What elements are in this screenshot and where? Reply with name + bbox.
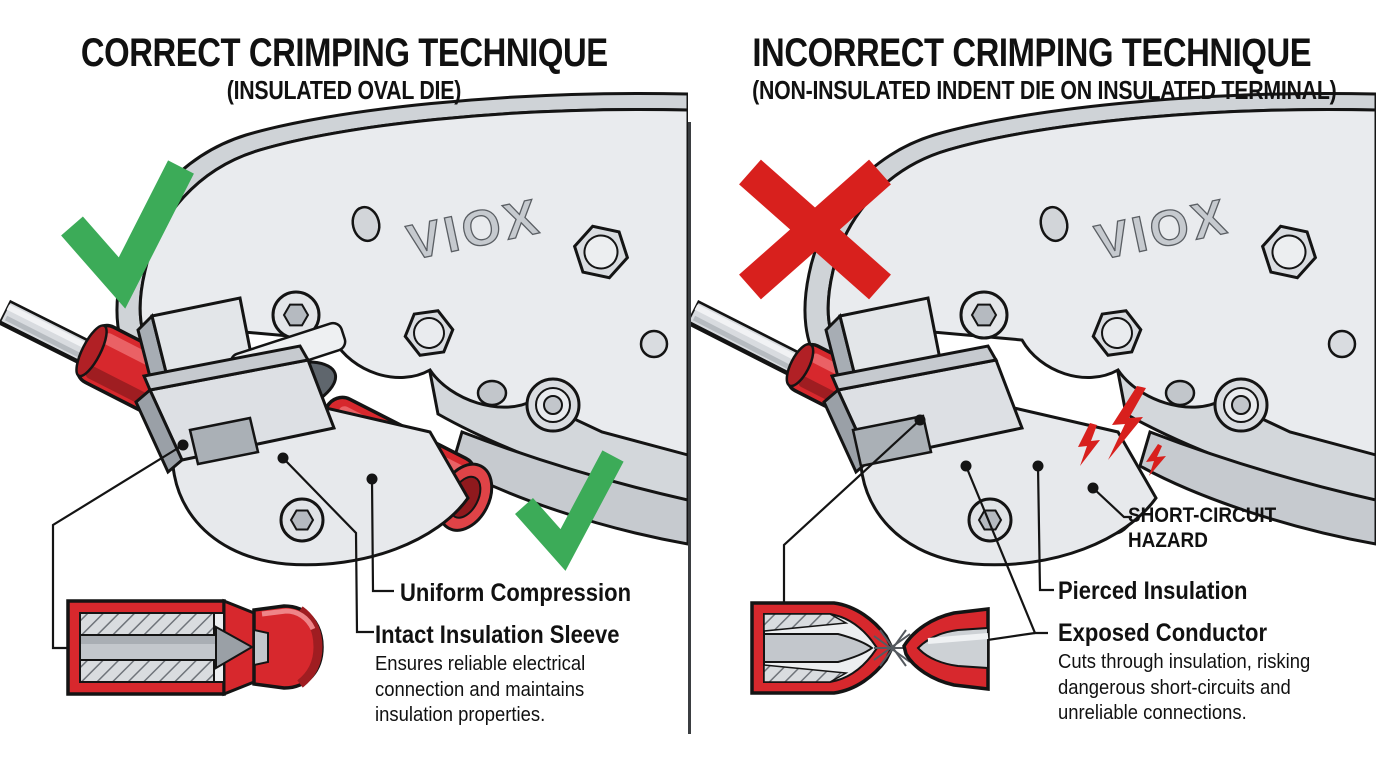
- pivot-hole: [476, 379, 508, 407]
- incorrect-crimping-illustration: VIOX: [688, 91, 1376, 695]
- small-bolt: [639, 329, 669, 359]
- lower-jaw: [822, 344, 1158, 567]
- short-circuit-hazard-label: SHORT-CIRCUIT HAZARD: [1128, 503, 1277, 553]
- socket-screw: [959, 290, 1009, 340]
- uniform-compression-label: Uniform Compression: [400, 579, 632, 607]
- right-panel-header: INCORRECT CRIMPING TECHNIQUE (NON-INSULA…: [688, 33, 1376, 103]
- intact-insulation-description: Ensures reliable electrical connection a…: [375, 652, 586, 727]
- hex-bolt: [572, 224, 630, 280]
- hex-bolt: [1260, 224, 1318, 280]
- pivot-hole: [1164, 379, 1196, 407]
- lightning-bolts-icon: [1078, 386, 1166, 476]
- intact-insulation-sleeve-label: Intact Insulation Sleeve: [375, 621, 620, 649]
- pierced-insulation-label: Pierced Insulation: [1058, 577, 1248, 605]
- correct-crimping-illustration: VIOX: [0, 91, 688, 697]
- pivot-bolt: [525, 377, 581, 433]
- panel-divider: [688, 122, 691, 734]
- hex-bolt: [1091, 309, 1143, 357]
- left-panel-header: CORRECT CRIMPING TECHNIQUE (INSULATED OV…: [0, 33, 688, 103]
- small-bolt: [1327, 329, 1357, 359]
- left-panel-title: CORRECT CRIMPING TECHNIQUE: [80, 31, 608, 75]
- left-panel-subtitle: (INSULATED OVAL DIE): [226, 74, 462, 105]
- lower-jaw: [134, 344, 470, 567]
- oval-hole: [351, 205, 381, 243]
- socket-screw: [967, 497, 1013, 543]
- green-checkmark-icon: [515, 450, 624, 571]
- damaged-terminal-cross-section: [750, 601, 990, 695]
- right-panel-title: INCORRECT CRIMPING TECHNIQUE: [752, 31, 1312, 75]
- exposed-conductor-label: Exposed Conductor: [1058, 619, 1268, 647]
- right-panel-subtitle: (NON-INSULATED INDENT DIE ON INSULATED T…: [752, 74, 1337, 105]
- tool-head: VIOX: [115, 91, 688, 457]
- green-checkmark-icon: [61, 160, 194, 309]
- red-x-icon: [739, 159, 891, 300]
- socket-screw: [279, 497, 325, 543]
- pivot-bolt: [1213, 377, 1269, 433]
- exposed-conductor-description: Cuts through insulation, risking dangero…: [1058, 650, 1311, 725]
- hex-bolt: [403, 309, 455, 357]
- oval-hole: [1039, 205, 1069, 243]
- terminal-cross-section: [66, 598, 324, 697]
